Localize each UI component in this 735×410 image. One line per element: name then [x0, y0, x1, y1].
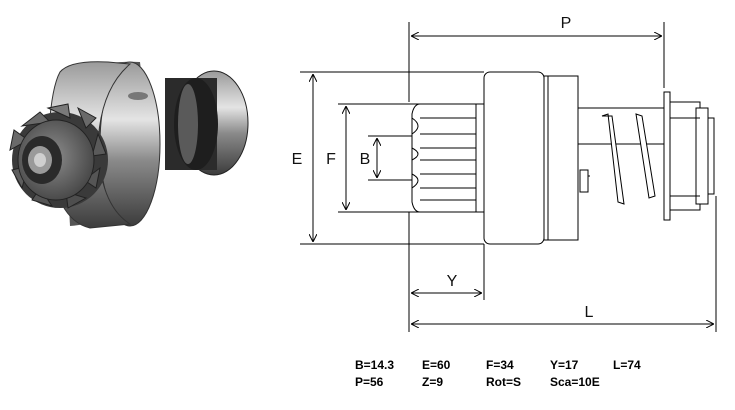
spec-sca: Sca=10E [550, 375, 600, 389]
technical-drawing [411, 71, 715, 245]
spec-y: Y=17 [550, 358, 579, 372]
dim-label-f: F [326, 151, 336, 168]
spec-b: B=14.3 [355, 358, 395, 372]
spec-z: Z=9 [422, 375, 444, 389]
spec-l: L=74 [613, 358, 641, 372]
dim-label-l: L [585, 304, 594, 321]
spec-p: P=56 [355, 375, 384, 389]
starter-drive-photo [9, 61, 249, 229]
spec-f: F=34 [486, 358, 514, 372]
spec-e: E=60 [422, 358, 451, 372]
dim-label-b: B [360, 151, 371, 168]
dim-label-y: Y [447, 273, 458, 290]
dim-label-p: P [561, 15, 572, 32]
dimension-lines [300, 22, 717, 332]
spec-rot: Rot=S [486, 375, 522, 389]
dim-label-e: E [292, 151, 303, 168]
